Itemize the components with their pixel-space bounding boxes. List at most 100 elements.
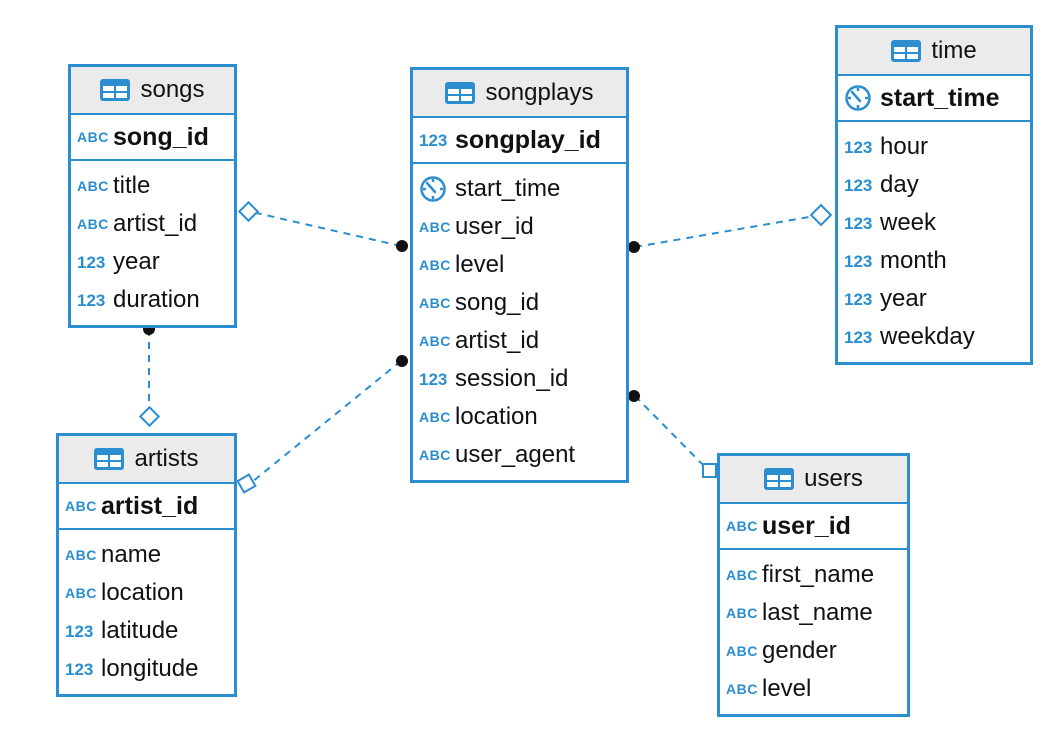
text-type-icon: ABC <box>726 605 758 621</box>
entity-header[interactable]: time <box>838 28 1030 76</box>
primary-key-name: start_time <box>880 83 1000 112</box>
column-name: latitude <box>101 617 179 644</box>
numeric-type-icon: 123 <box>844 327 873 347</box>
column-row[interactable]: 123 month <box>838 242 1030 280</box>
numeric-type-icon: 123 <box>844 137 873 157</box>
column-name: weekday <box>880 323 975 350</box>
rel-square-users <box>702 463 717 478</box>
column-name: location <box>101 579 184 606</box>
rel-dot-songplays-time <box>628 241 640 253</box>
numeric-type-icon: 123 <box>77 252 106 272</box>
rel-line-songplays-songs <box>251 211 402 247</box>
column-name: last_name <box>762 599 873 626</box>
numeric-type-icon: 123 <box>844 213 873 233</box>
column-name: level <box>455 251 505 278</box>
entity-header[interactable]: songs <box>71 67 234 115</box>
text-type-icon: ABC <box>77 129 109 145</box>
numeric-type-icon: 123 <box>844 175 873 195</box>
text-type-icon: ABC <box>419 409 451 425</box>
column-name: level <box>762 675 812 702</box>
numeric-type-icon: 123 <box>419 130 448 150</box>
column-name: user_id <box>455 213 534 240</box>
text-type-icon: ABC <box>726 643 758 659</box>
column-name: longitude <box>101 655 199 682</box>
text-type-icon: ABC <box>419 295 451 311</box>
entity-title: songs <box>140 76 205 103</box>
rel-square-artists <box>236 473 257 494</box>
numeric-type-icon: 123 <box>844 289 873 309</box>
column-name: title <box>113 172 151 199</box>
column-row[interactable]: 123 week <box>838 204 1030 242</box>
numeric-type-icon: 123 <box>419 369 448 389</box>
rel-dot-songplays-songs <box>396 240 408 252</box>
primary-key-row[interactable]: start_time <box>838 76 1030 122</box>
rel-line-songplays-time <box>634 215 816 248</box>
column-name: month <box>880 247 947 274</box>
column-name: duration <box>113 286 200 313</box>
column-name: song_id <box>455 289 540 316</box>
table-icon <box>764 468 795 490</box>
numeric-type-icon: 123 <box>77 290 106 310</box>
rel-line-songplays-artists <box>251 360 402 483</box>
text-type-icon: ABC <box>419 219 451 235</box>
column-name: gender <box>762 637 837 664</box>
column-row[interactable]: 123 latitude <box>59 612 234 650</box>
numeric-type-icon: 123 <box>844 251 873 271</box>
entity-header[interactable]: songplays <box>413 70 626 118</box>
column-row[interactable]: start_time <box>413 170 626 208</box>
rel-diamond-songs <box>237 200 260 223</box>
column-name: user_agent <box>455 441 576 468</box>
entity-header[interactable]: users <box>720 456 907 504</box>
column-row[interactable]: 123 weekday <box>838 318 1030 356</box>
rel-dot-songplays-artists <box>396 355 408 367</box>
column-name: week <box>880 209 937 236</box>
column-name: artist_id <box>113 210 198 237</box>
text-type-icon: ABC <box>419 257 451 273</box>
primary-key-name: user_id <box>762 511 851 540</box>
table-icon <box>94 448 125 470</box>
text-type-icon: ABC <box>65 498 97 514</box>
rel-dot-songplays-users <box>628 390 640 402</box>
text-type-icon: ABC <box>65 585 97 601</box>
entity-header[interactable]: artists <box>59 436 234 484</box>
timestamp-icon <box>419 175 455 203</box>
numeric-type-icon: 123 <box>65 621 94 641</box>
text-type-icon: ABC <box>77 216 109 232</box>
entity-title: songplays <box>485 79 594 106</box>
text-type-icon: ABC <box>726 567 758 583</box>
column-row[interactable]: 123 duration <box>71 281 234 319</box>
